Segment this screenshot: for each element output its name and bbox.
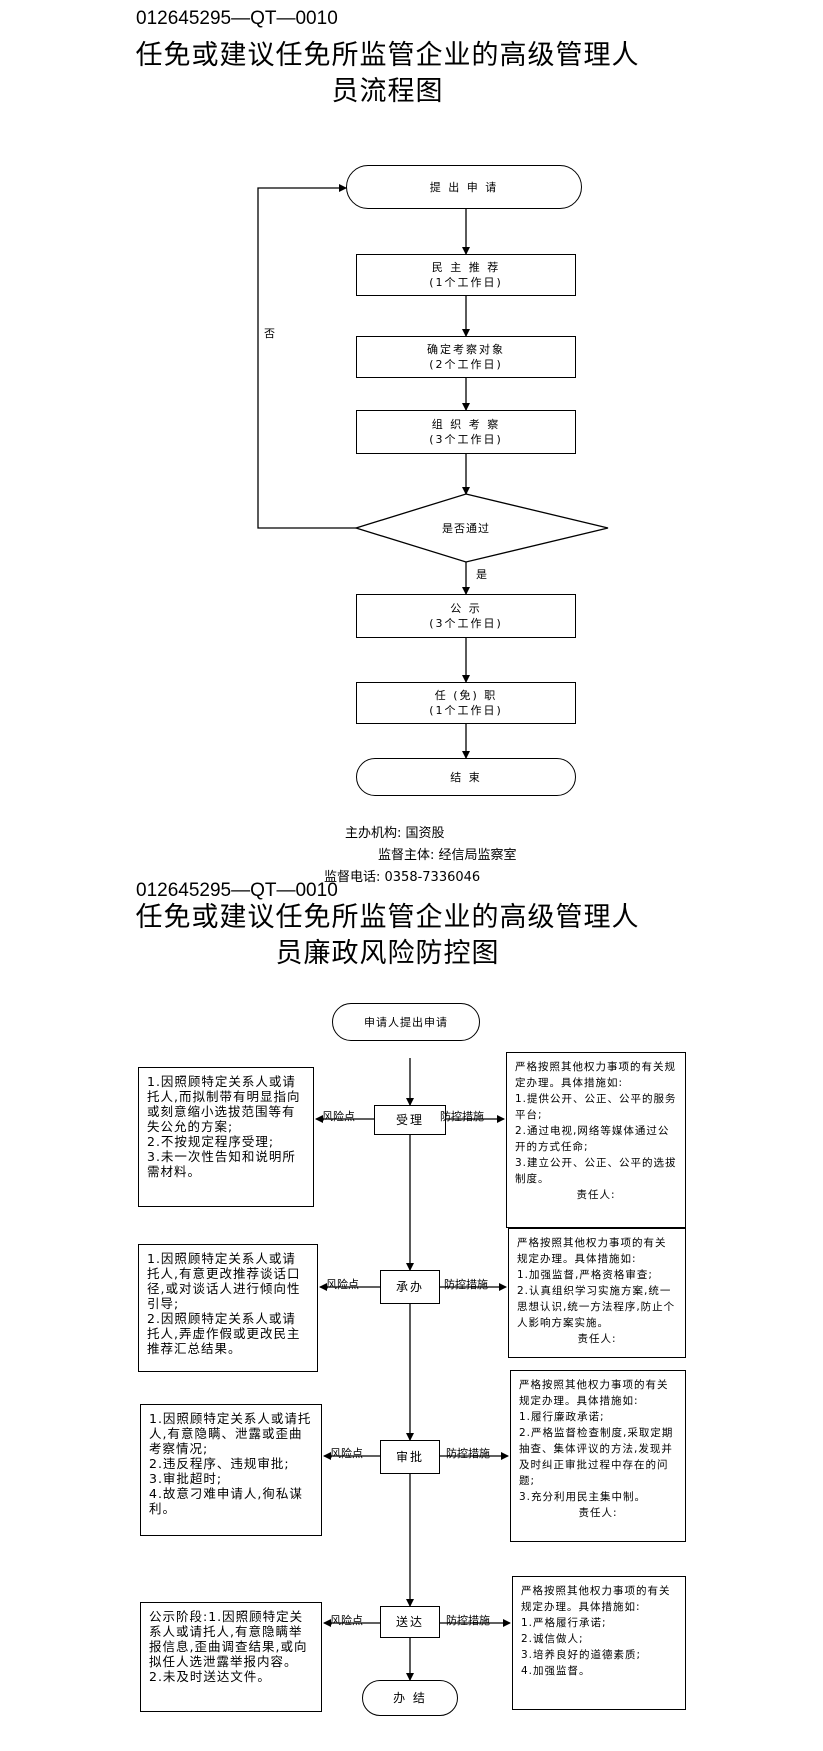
stage-handle: 承办: [380, 1270, 440, 1304]
decision-diamond: [353, 493, 609, 563]
host-agency: 主办机构: 国资股: [345, 826, 445, 841]
step-publicity: 公 示 (3个工作日): [356, 594, 576, 638]
start-label: 申请人提出申请: [364, 1015, 448, 1029]
control-text: 严格按照其他权力事项的有关规定办理。具体措施如: 1.加强监督,严格资格审查; …: [517, 1237, 676, 1329]
control-label: 防控措施: [446, 1447, 490, 1460]
title-line-2: 员流程图: [331, 76, 444, 107]
document-code-2: 012645295—QT—0010: [136, 880, 338, 901]
risk-label: 风险点: [322, 1110, 355, 1123]
risk-label: 风险点: [330, 1447, 363, 1460]
yes-label: 是: [476, 568, 487, 581]
control-box-handle: 严格按照其他权力事项的有关规定办理。具体措施如: 1.加强监督,严格资格审查; …: [508, 1228, 686, 1358]
step-title: 组 织 考 察: [431, 418, 501, 431]
step-title: 确定考察对象: [427, 343, 505, 356]
stage-label: 受理: [395, 1112, 424, 1127]
control-box-approve: 严格按照其他权力事项的有关规定办理。具体措施如: 1.履行廉政承诺; 2.严格监…: [510, 1370, 686, 1542]
responsible-person: 责任人:: [578, 1507, 618, 1519]
supervision-phone: 监督电话: 0358-7336046: [324, 870, 481, 885]
start-label: 提 出 申 请: [429, 180, 499, 194]
stage-deliver: 送达: [380, 1606, 440, 1638]
step-determine-candidate: 确定考察对象 (2个工作日): [356, 336, 576, 378]
title-line-1: 任免或建议任免所监管企业的高级管理人: [135, 40, 640, 71]
end-label: 办 结: [393, 1690, 427, 1705]
decision-label: 是否通过: [442, 522, 490, 535]
title-line-1: 任免或建议任免所监管企业的高级管理人: [135, 902, 640, 933]
step-duration: (1个工作日): [429, 704, 503, 717]
responsible-person: 责任人:: [576, 1189, 616, 1201]
title-line-2: 员廉政风险防控图: [275, 938, 500, 969]
step-inspection: 组 织 考 察 (3个工作日): [356, 410, 576, 454]
risk-label: 风险点: [330, 1614, 363, 1627]
start-node: 提 出 申 请: [346, 165, 582, 209]
step-appoint: 任 (免) 职 (1个工作日): [356, 682, 576, 724]
stage-label: 送达: [395, 1614, 424, 1629]
end-label: 结 束: [450, 770, 482, 784]
stage-label: 承办: [395, 1279, 424, 1294]
complete-end-node: 办 结: [362, 1680, 458, 1716]
step-title: 公 示: [450, 602, 482, 615]
control-label: 防控措施: [446, 1614, 490, 1627]
control-text: 严格按照其他权力事项的有关规定办理。具体措施如: 1.履行廉政承诺; 2.严格监…: [519, 1379, 674, 1503]
step-title: 任 (免) 职: [434, 689, 498, 702]
end-node: 结 束: [356, 758, 576, 796]
stage-accept: 受理: [374, 1105, 446, 1135]
risk-box-accept: 1.因照顾特定关系人或请托人,而拟制带有明显指向或刻意缩小选拔范围等有失公允的方…: [138, 1067, 314, 1207]
apply-start-node: 申请人提出申请: [332, 1003, 480, 1041]
no-label: 否: [264, 327, 275, 340]
risk-box-handle: 1.因照顾特定关系人或请托人,有意更改推荐谈话口径,或对谈话人进行倾向性引导; …: [138, 1244, 318, 1372]
risk-box-deliver: 公示阶段:1.因照顾特定关系人或请托人,有意隐瞒举报信息,歪曲调查结果,或向拟任…: [140, 1602, 322, 1712]
control-box-deliver: 严格按照其他权力事项的有关规定办理。具体措施如: 1.严格履行承诺; 2.诚信做…: [512, 1576, 686, 1710]
step-duration: (2个工作日): [429, 358, 503, 371]
step-recommend: 民 主 推 荐 (1个工作日): [356, 254, 576, 296]
step-title: 民 主 推 荐: [431, 261, 501, 274]
page-title-2: 任免或建议任免所监管企业的高级管理人 员廉政风险防控图: [0, 900, 799, 972]
responsible-person: 责任人:: [577, 1333, 617, 1345]
page-title: 任免或建议任免所监管企业的高级管理人 员流程图: [0, 38, 799, 110]
risk-box-approve: 1.因照顾特定关系人或请托人,有意隐瞒、泄露或歪曲考察情况; 2.违反程序、违规…: [140, 1404, 322, 1536]
control-box-accept: 严格按照其他权力事项的有关规定办理。具体措施如: 1.提供公开、公正、公平的服务…: [506, 1052, 686, 1228]
step-duration: (3个工作日): [429, 617, 503, 630]
document-code: 012645295—QT—0010: [136, 8, 338, 29]
control-label: 防控措施: [440, 1110, 484, 1123]
supervisor: 监督主体: 经信局监察室: [378, 848, 517, 863]
risk-label: 风险点: [326, 1278, 359, 1291]
step-duration: (3个工作日): [429, 433, 503, 446]
control-text: 严格按照其他权力事项的有关规定办理。具体措施如: 1.提供公开、公正、公平的服务…: [515, 1061, 677, 1185]
step-duration: (1个工作日): [429, 276, 503, 289]
control-label: 防控措施: [444, 1278, 488, 1291]
stage-approve: 审批: [380, 1440, 440, 1474]
stage-label: 审批: [395, 1449, 424, 1464]
